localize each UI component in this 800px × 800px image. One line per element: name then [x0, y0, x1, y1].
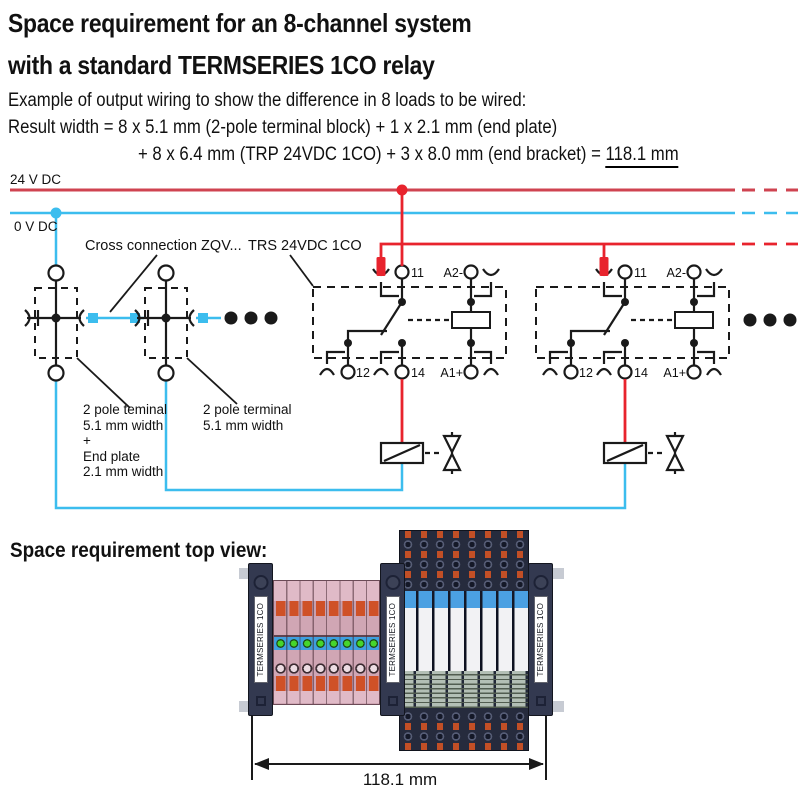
formula-line1: Result width = 8 x 5.1 mm (2-pole termin…	[8, 117, 558, 138]
end-bracket-right: TERMSERIES 1CO	[528, 563, 553, 716]
terminal-led-strip	[274, 637, 379, 650]
relay-clamps-row	[400, 723, 528, 730]
formula-line2-prefix: + 8 x 6.4 mm (TRP 24VDC 1CO) + 3 x 8.0 m…	[138, 144, 606, 165]
intro-text: Example of output wiring to show the dif…	[8, 90, 527, 111]
red-jumper-markers	[376, 184, 609, 276]
formula-result: 118.1 mm	[605, 144, 679, 168]
formula-line2: + 8 x 6.4 mm (TRP 24VDC 1CO) + 3 x 8.0 m…	[138, 144, 752, 168]
top-view-heading: Space requirement top view:	[10, 539, 268, 562]
relay-clamps-row	[400, 743, 528, 750]
load-2-solenoid-valve	[602, 430, 685, 476]
relay-1	[311, 264, 508, 382]
relay-sockets-row	[400, 538, 528, 551]
end-bracket-middle: TERMSERIES 1CO	[380, 563, 405, 716]
relay-sockets-row	[400, 730, 528, 743]
relay-clamps-row	[400, 571, 528, 578]
bracket-label: TERMSERIES 1CO	[253, 596, 268, 683]
terminal-body	[274, 650, 379, 661]
cross-connection-label: Cross connection ZQV...	[85, 238, 242, 254]
din-rail-stub	[553, 568, 564, 579]
terminal-divider	[274, 635, 379, 637]
two-pole-terminal-1	[23, 264, 86, 382]
terminal-clamps-top	[274, 601, 379, 616]
total-width-dimension: 118.1 mm	[362, 770, 438, 789]
terminal-clamps-bottom	[274, 676, 379, 691]
din-rail-stub	[553, 701, 564, 712]
bracket-screw	[253, 575, 268, 590]
relay-clamps-row	[400, 531, 528, 538]
rail-24v-label: 24 V DC	[10, 172, 61, 187]
relay-vent-section	[400, 671, 528, 708]
relay-2	[534, 264, 731, 382]
relay-strip-top-view	[399, 530, 529, 751]
24v-wiring	[379, 190, 798, 443]
bracket-foot	[387, 696, 398, 706]
din-rail-stub	[239, 568, 250, 579]
relay-ellipsis	[743, 313, 797, 327]
bracket-label: TERMSERIES 1CO	[533, 596, 548, 683]
relay-clamps-row	[400, 551, 528, 558]
terminal-body	[274, 616, 379, 635]
terminal-strip-top-view	[273, 580, 380, 705]
relay-sockets-row	[400, 710, 528, 723]
terminal-note-left: 2 pole teminal 5.1 mm width + End plate …	[83, 402, 168, 480]
page-title-line2: with a standard TERMSERIES 1CO relay	[8, 50, 435, 80]
relay-module-bodies	[400, 608, 528, 671]
relay-type-label: TRS 24VDC 1CO	[248, 238, 362, 254]
rail-0v-label: 0 V DC	[14, 219, 58, 234]
bracket-foot	[535, 696, 546, 706]
terminal-levers-top	[274, 581, 379, 601]
terminal-levers-bottom	[274, 691, 379, 703]
relay-sockets-row	[400, 578, 528, 591]
terminal-note-right: 2 pole terminal 5.1 mm width	[203, 402, 292, 433]
bracket-foot	[255, 696, 266, 706]
two-pole-terminal-2	[133, 264, 196, 382]
terminal-test-sockets	[274, 661, 379, 676]
page-title-line1: Space requirement for an 8-channel syste…	[8, 8, 472, 38]
bracket-screw	[385, 575, 400, 590]
leader-lines	[76, 254, 314, 409]
bracket-label: TERMSERIES 1CO	[385, 596, 400, 683]
din-rail-stub	[239, 701, 250, 712]
bracket-screw	[533, 575, 548, 590]
relay-sockets-row	[400, 558, 528, 571]
terminal-ellipsis	[224, 311, 278, 325]
cross-connection-jumpers	[50, 207, 208, 323]
relay-blue-caps	[400, 591, 528, 608]
end-bracket-left: TERMSERIES 1CO	[248, 563, 273, 716]
load-1-solenoid-valve	[379, 430, 462, 476]
